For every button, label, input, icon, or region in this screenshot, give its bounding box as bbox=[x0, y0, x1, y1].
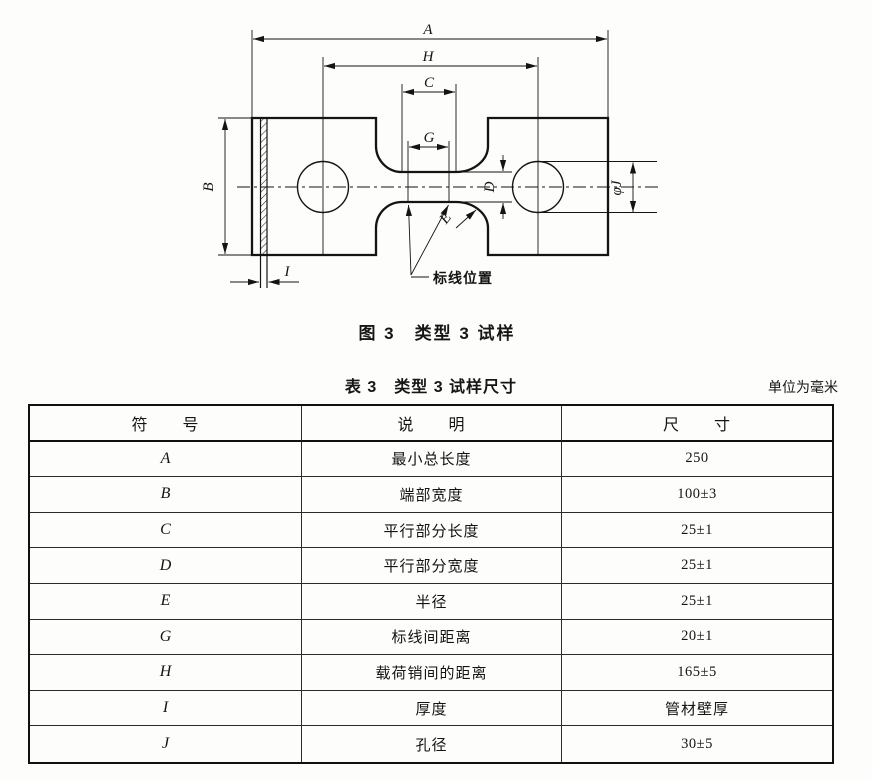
row-j-symbol: J bbox=[30, 726, 302, 762]
dim-label-h: H bbox=[422, 49, 435, 65]
column-header-symbol: 符 号 bbox=[30, 406, 302, 442]
row-c-dimension: 25±1 bbox=[562, 513, 832, 549]
dim-label-b: B bbox=[201, 182, 217, 191]
dim-label-c: C bbox=[424, 75, 435, 91]
specimen-drawing: A H C G B D φJ E I 标线位置 bbox=[201, 22, 661, 288]
dim-label-i: I bbox=[284, 264, 291, 280]
row-d-description: 平行部分宽度 bbox=[302, 548, 562, 584]
row-h-description: 载荷销间的距离 bbox=[302, 655, 562, 691]
row-h-symbol: H bbox=[30, 655, 302, 691]
row-i-dimension: 管材壁厚 bbox=[562, 691, 832, 727]
dimensions-table: 符 号 说 明 尺 寸 A 最小总长度 250 B 端部宽度 100±3 C 平… bbox=[28, 404, 834, 764]
row-i-description: 厚度 bbox=[302, 690, 562, 727]
row-e-symbol: E bbox=[30, 583, 302, 620]
row-b-symbol: B bbox=[30, 477, 302, 513]
row-g-dimension: 20±1 bbox=[562, 620, 832, 656]
dim-label-g: G bbox=[424, 130, 435, 146]
column-header-dimension: 尺 寸 bbox=[562, 406, 832, 442]
extension-lines bbox=[218, 30, 657, 256]
gauge-leader-right bbox=[410, 204, 449, 276]
row-i-symbol: I bbox=[30, 690, 302, 727]
row-g-description: 标线间距离 bbox=[302, 619, 562, 656]
row-b-description: 端部宽度 bbox=[302, 477, 562, 513]
row-b-dimension: 100±3 bbox=[562, 477, 832, 513]
dimension-lines bbox=[221, 35, 637, 286]
gauge-leader-left bbox=[405, 204, 412, 276]
radius-e-arrow bbox=[455, 209, 477, 229]
row-a-description: 最小总长度 bbox=[302, 441, 562, 478]
row-c-description: 平行部分长度 bbox=[302, 512, 562, 549]
table-unit-note: 单位为毫米 bbox=[768, 379, 838, 395]
gauge-position-note: 标线位置 bbox=[432, 270, 493, 286]
column-header-description: 说 明 bbox=[302, 406, 562, 442]
table-title: 表 3 类型 3 试样尺寸 bbox=[344, 379, 518, 396]
dim-label-e: E bbox=[436, 210, 455, 228]
dim-label-d: D bbox=[482, 181, 498, 193]
row-j-description: 孔径 bbox=[302, 726, 562, 762]
specimen-outline bbox=[250, 116, 610, 257]
row-d-dimension: 25±1 bbox=[562, 548, 832, 584]
row-a-symbol: A bbox=[30, 441, 302, 478]
row-d-symbol: D bbox=[30, 548, 302, 584]
wall-thickness-hatch bbox=[260, 118, 267, 255]
row-j-dimension: 30±5 bbox=[681, 735, 713, 752]
dim-label-j: φJ bbox=[609, 179, 625, 195]
row-e-description: 半径 bbox=[302, 583, 562, 620]
row-c-symbol: C bbox=[30, 512, 302, 549]
figure-caption: 图 3 类型 3 试样 bbox=[358, 324, 516, 343]
dim-label-a: A bbox=[422, 22, 433, 38]
row-e-dimension: 25±1 bbox=[562, 584, 832, 620]
row-h-dimension: 165±5 bbox=[562, 655, 832, 691]
row-a-dimension: 250 bbox=[562, 442, 832, 478]
row-g-symbol: G bbox=[30, 619, 302, 656]
